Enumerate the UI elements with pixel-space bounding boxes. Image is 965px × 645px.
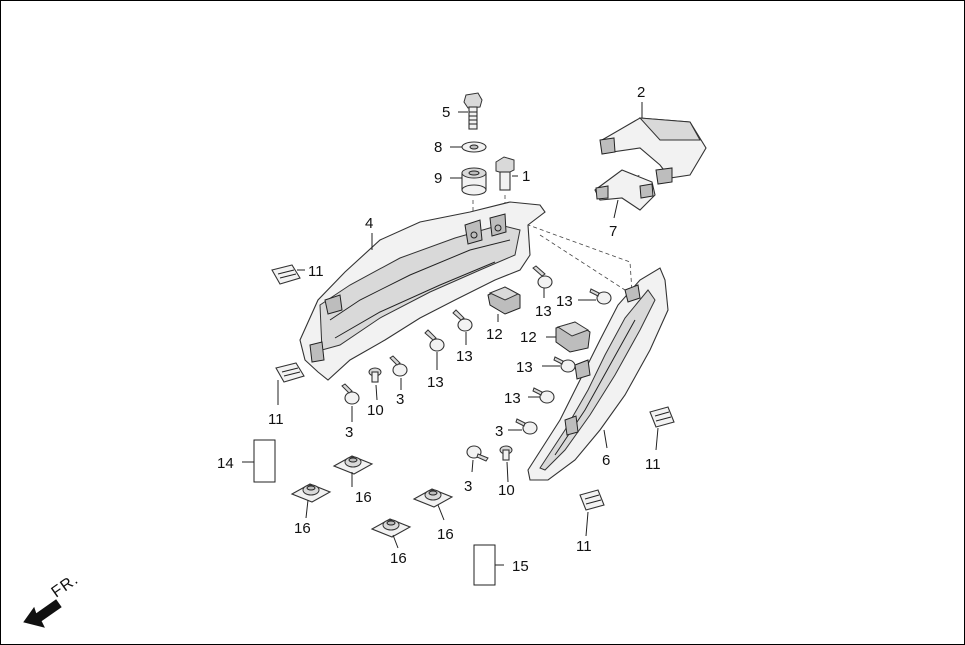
callout-12-b: 12	[520, 329, 537, 346]
callout-11-right: 11	[645, 456, 661, 473]
part-15-label	[473, 544, 496, 586]
callout-3-b: 3	[345, 424, 353, 441]
callout-3-a: 3	[396, 391, 404, 408]
callout-13-e: 13	[516, 359, 533, 376]
callout-11-top-left: 11	[308, 263, 324, 280]
callout-14: 14	[217, 455, 234, 472]
part-8-washer	[461, 141, 487, 153]
callout-16-d: 16	[390, 550, 407, 567]
part-3-screws	[341, 355, 538, 462]
part-6-rear-cowl	[527, 267, 669, 481]
callout-7: 7	[609, 223, 617, 240]
callout-8: 8	[434, 139, 442, 156]
callout-13-b: 13	[556, 293, 573, 310]
leader-lines	[242, 102, 659, 566]
callout-16-a: 16	[355, 489, 372, 506]
callout-10-b: 10	[498, 482, 515, 499]
part-13-screws	[424, 265, 612, 404]
callout-13-d: 13	[427, 374, 444, 391]
callout-12-a: 12	[486, 326, 503, 343]
callout-labels: 5 8 9 1 2 7 4 11 11 14 15 13 13 13 13 13…	[217, 84, 661, 575]
callout-16-b: 16	[294, 520, 311, 537]
part-11-clips	[271, 264, 675, 511]
callout-4: 4	[365, 215, 373, 232]
part-2-cover	[599, 117, 707, 185]
callout-13-c: 13	[456, 348, 473, 365]
callout-3-d: 3	[464, 478, 472, 495]
callout-11-bottom: 11	[576, 538, 592, 555]
part-5-bolt	[463, 92, 483, 130]
part-14-label	[253, 439, 276, 483]
part-16-grommets	[290, 455, 454, 538]
part-7-bracket	[594, 169, 656, 211]
callout-1: 1	[522, 168, 530, 185]
callout-16-c: 16	[437, 526, 454, 543]
arrow-front-icon	[23, 599, 62, 628]
callout-2: 2	[637, 84, 645, 101]
part-12-clip-a	[487, 286, 521, 315]
callout-15: 15	[512, 558, 529, 575]
callout-5: 5	[442, 104, 450, 121]
part-4-rear-frame	[299, 201, 546, 381]
part-12-clip-b	[555, 321, 591, 353]
callout-6: 6	[602, 452, 610, 469]
part-1-bolt	[495, 156, 515, 191]
callout-3-c: 3	[495, 423, 503, 440]
front-label: FR.	[49, 571, 82, 601]
callout-9: 9	[434, 170, 442, 187]
callout-10-a: 10	[367, 402, 384, 419]
callout-13-f: 13	[504, 390, 521, 407]
part-10-bolts	[368, 367, 513, 461]
front-direction-indicator: FR.	[23, 571, 82, 628]
callout-11-left: 11	[268, 411, 284, 428]
callout-13-a: 13	[535, 303, 552, 320]
part-9-collar	[461, 167, 487, 196]
